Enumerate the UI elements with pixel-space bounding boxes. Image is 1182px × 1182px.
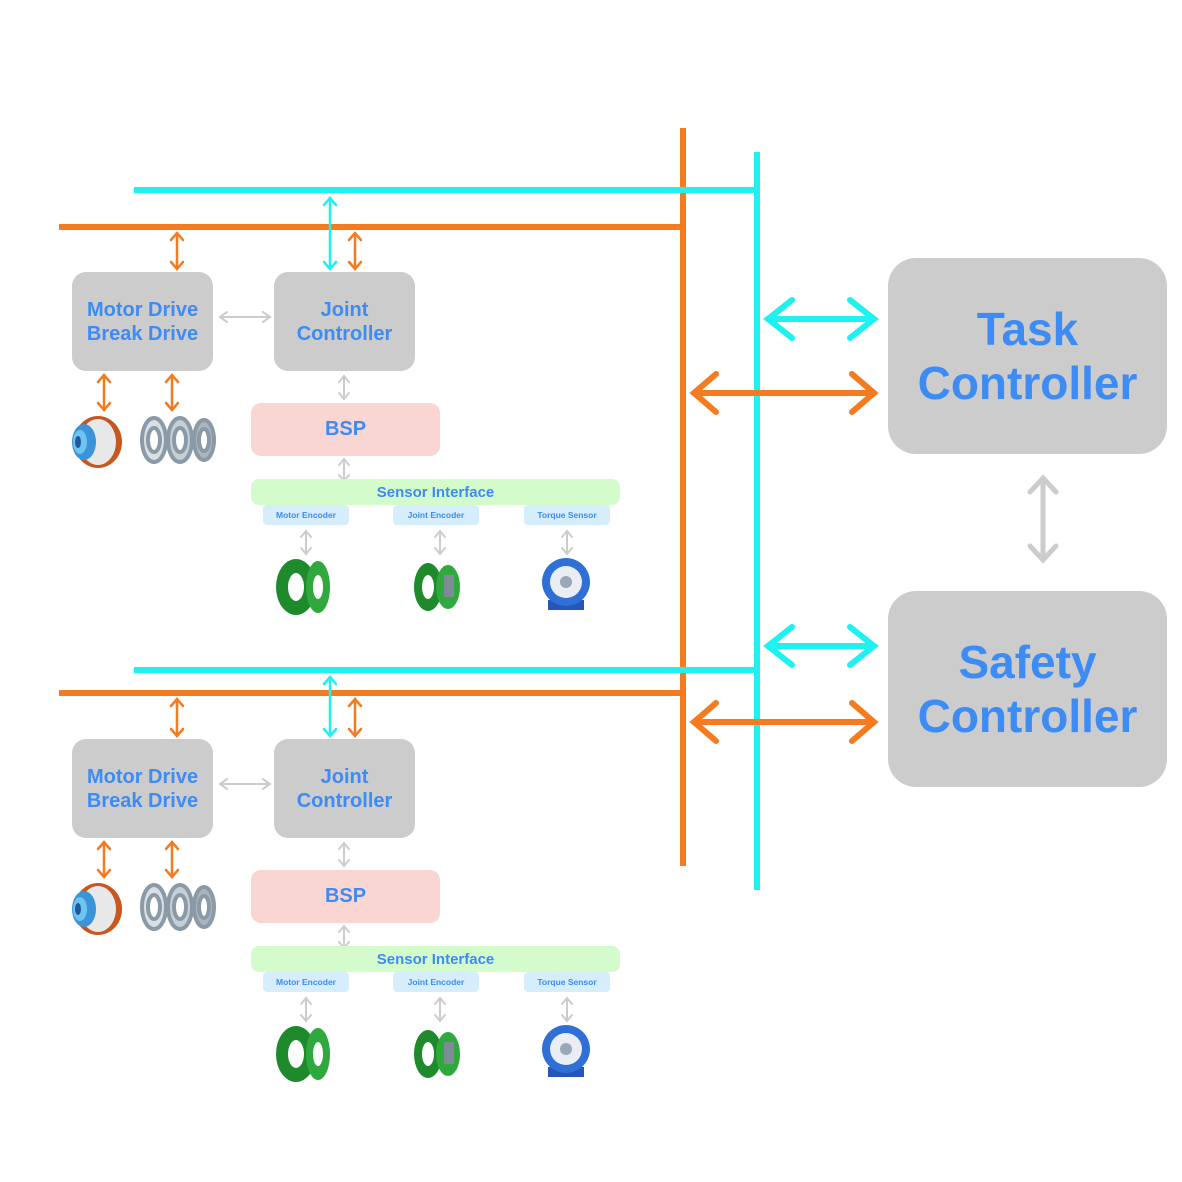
sensor-interface-bar: Sensor Interface — [251, 946, 620, 972]
bsp-box: BSP — [251, 870, 440, 923]
joint-controller-line2: Controller — [296, 322, 393, 345]
module-2-connectors — [96, 675, 573, 1023]
safety-controller-box: Safety Controller — [888, 591, 1167, 787]
orange-arrow-safety — [689, 700, 879, 744]
motor-encoder-icon — [276, 1026, 330, 1082]
torque-sensor-icon — [542, 558, 590, 610]
joint-controller-line1: Joint — [320, 765, 369, 788]
brake-icon — [140, 416, 216, 464]
motor-drive-box: Motor Drive Break Drive — [72, 272, 213, 371]
joint-encoder-label: Joint Encoder — [393, 972, 479, 992]
module-1-connectors — [96, 196, 573, 556]
motor-icon — [72, 416, 122, 468]
joint-controller-box: Joint Controller — [274, 739, 415, 838]
sensor-interface-bar: Sensor Interface — [251, 479, 620, 505]
task-controller-line2: Controller — [917, 357, 1138, 409]
motor-drive-line1: Motor Drive — [86, 765, 199, 788]
torque-sensor-label: Torque Sensor — [524, 972, 610, 992]
joint-controller-line1: Joint — [320, 298, 369, 321]
brake-icon — [140, 883, 216, 931]
joint-encoder-icon — [414, 563, 460, 611]
motor-drive-box: Motor Drive Break Drive — [72, 739, 213, 838]
bsp-box: BSP — [251, 403, 440, 456]
motor-encoder-icon — [276, 559, 330, 615]
safety-controller-line1: Safety — [958, 636, 1097, 688]
task-controller-line1: Task — [976, 303, 1079, 355]
gray-arrow-task-safety — [1027, 474, 1059, 564]
joint-encoder-label: Joint Encoder — [393, 505, 479, 525]
motor-drive-line2: Break Drive — [86, 322, 199, 345]
torque-sensor-label: Torque Sensor — [524, 505, 610, 525]
motor-encoder-label: Motor Encoder — [263, 505, 349, 525]
joint-encoder-icon — [414, 1030, 460, 1078]
cyan-arrow-task — [763, 297, 879, 341]
motor-drive-line2: Break Drive — [86, 789, 199, 812]
motor-icon — [72, 883, 122, 935]
motor-drive-line1: Motor Drive — [86, 298, 199, 321]
orange-arrow-task — [689, 371, 879, 415]
safety-controller-line2: Controller — [917, 690, 1138, 742]
joint-controller-line2: Controller — [296, 789, 393, 812]
torque-sensor-icon — [542, 1025, 590, 1077]
motor-encoder-label: Motor Encoder — [263, 972, 349, 992]
cyan-arrow-safety — [763, 624, 879, 668]
joint-controller-box: Joint Controller — [274, 272, 415, 371]
task-controller-box: Task Controller — [888, 258, 1167, 454]
